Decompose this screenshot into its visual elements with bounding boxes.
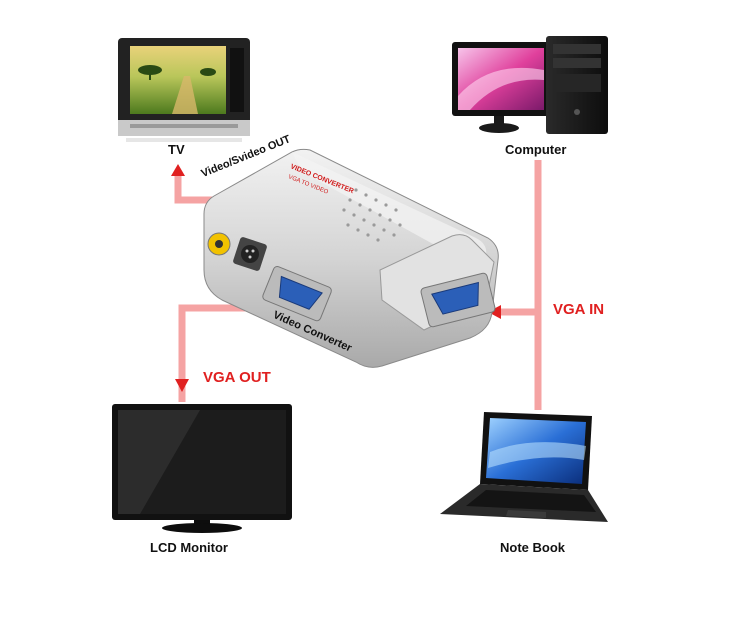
vga-out-port bbox=[278, 275, 323, 310]
label-notebook: Note Book bbox=[500, 540, 565, 555]
label-lcd-monitor: LCD Monitor bbox=[150, 540, 228, 555]
label-tv: TV bbox=[168, 142, 185, 157]
lcd-monitor-illustration bbox=[112, 404, 292, 533]
notebook-illustration bbox=[440, 412, 608, 522]
tv-illustration bbox=[118, 38, 250, 142]
label-computer: Computer bbox=[505, 142, 567, 157]
cable-tv bbox=[174, 172, 214, 204]
video-converter-device: VIDEO CONVERTER VGA TO VIDEO bbox=[203, 148, 499, 368]
vent-holes bbox=[342, 188, 402, 242]
arrow-down-lcd bbox=[175, 379, 189, 392]
label-vga-out: VGA OUT bbox=[203, 369, 271, 386]
arrow-up-tv bbox=[171, 164, 185, 176]
vga-in-port bbox=[431, 281, 479, 315]
cable-lcd bbox=[178, 304, 272, 402]
label-vga-in: VGA IN bbox=[553, 301, 605, 318]
arrow-left-vga-in bbox=[488, 305, 501, 319]
computer-illustration bbox=[452, 36, 608, 134]
